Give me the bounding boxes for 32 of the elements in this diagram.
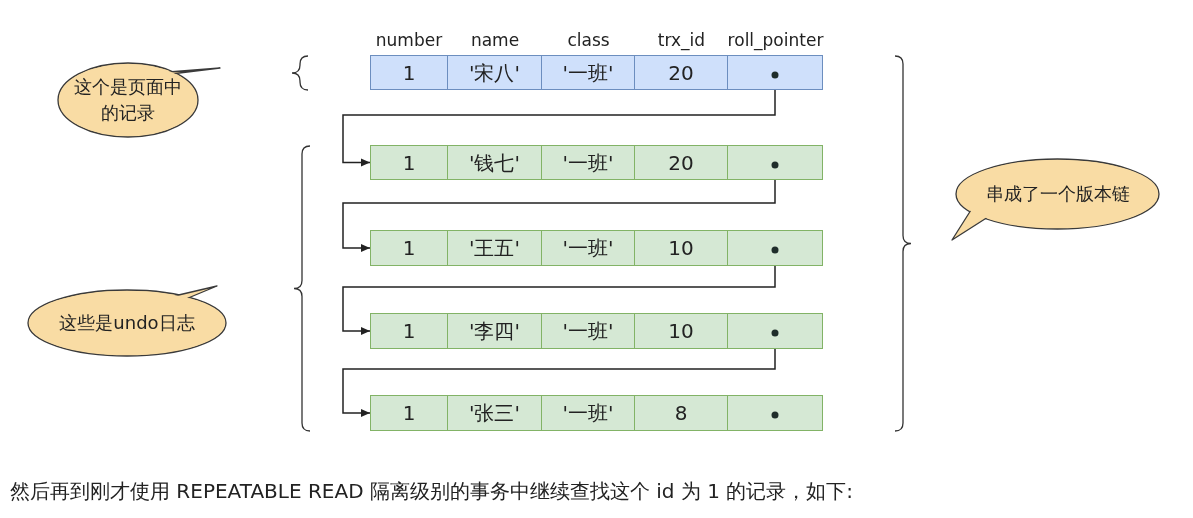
column-header: number — [374, 29, 444, 52]
pointer-arrow — [342, 179, 776, 252]
record-cell: '一班' — [541, 395, 635, 431]
pointer-arrow — [342, 265, 776, 335]
record-cell: '张三' — [447, 395, 542, 431]
record-cell: 1 — [370, 55, 448, 90]
caption: 然后再到刚才使用 REPEATABLE READ 隔离级别的事务中继续查找这个 id 为 1 的记录，如下: — [10, 478, 854, 505]
record-cell: 10 — [634, 230, 728, 266]
record-cell: 20 — [634, 55, 728, 90]
record-cell: '钱七' — [447, 145, 542, 180]
bubble-text: 串成了一个版本链 — [985, 182, 1130, 206]
record-cell: 10 — [634, 313, 728, 349]
pointer-arrow — [342, 89, 776, 167]
column-header: roll_pointer — [726, 29, 825, 53]
column-header: name — [469, 29, 521, 52]
record-cell: 8 — [634, 395, 728, 431]
pointer-arrow — [342, 348, 776, 417]
record-cell: '一班' — [541, 230, 635, 266]
bubble-text: 这个是页面中的记录 — [73, 75, 183, 125]
record-cell: '李四' — [447, 313, 542, 349]
record-cell: 1 — [370, 395, 448, 431]
record-cell: '一班' — [541, 55, 635, 90]
bubble-text: 这些是undo日志 — [59, 311, 195, 335]
column-header: class — [566, 29, 611, 52]
record-cell: 1 — [370, 313, 448, 349]
record-cell: 20 — [634, 145, 728, 180]
record-cell: '王五' — [447, 230, 542, 266]
record-cell: '一班' — [541, 313, 635, 349]
record-cell: 1 — [370, 230, 448, 266]
record-cell: 1 — [370, 145, 448, 180]
record-cell: '宋八' — [447, 55, 542, 90]
record-cell: '一班' — [541, 145, 635, 180]
